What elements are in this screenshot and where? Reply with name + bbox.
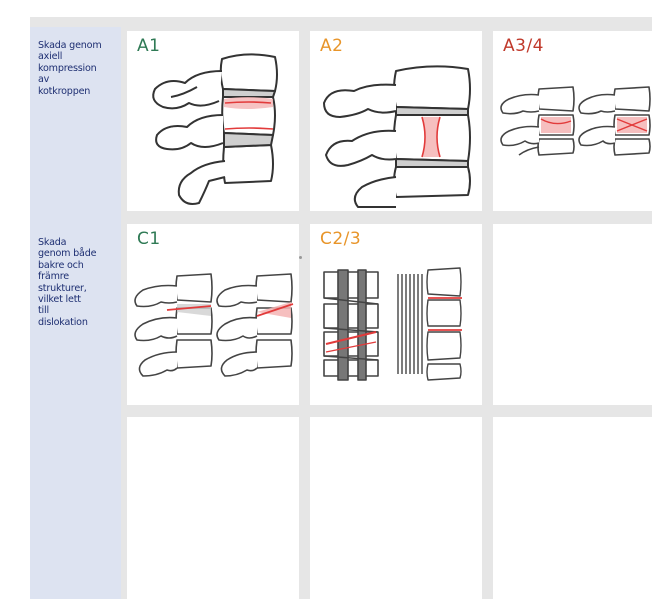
cell-empty-r2c3	[493, 224, 652, 405]
c2-3-vertebra-illustration	[310, 224, 482, 405]
cell-c2-3: C2/3	[310, 224, 482, 405]
cell-a3-4: A3/4	[493, 31, 652, 211]
cell-empty-r3c3	[493, 417, 652, 599]
cell-a2: A2	[310, 31, 482, 211]
a2-vertebra-illustration	[310, 31, 482, 211]
cell-c1: C1	[127, 224, 299, 405]
row-label-dislocation: Skada genom både bakre och främre strukt…	[38, 237, 122, 328]
cell-a1: A1	[127, 31, 299, 211]
cell-empty-r3c1	[127, 417, 299, 599]
c1-vertebra-illustration	[127, 224, 299, 405]
a1-vertebra-illustration	[127, 31, 299, 211]
row-label-axial-compression: Skada genom axiell kompression av kotkro…	[38, 40, 122, 97]
stray-dot	[299, 256, 302, 259]
cell-empty-r3c2	[310, 417, 482, 599]
a3-4-vertebra-illustration	[493, 31, 652, 211]
